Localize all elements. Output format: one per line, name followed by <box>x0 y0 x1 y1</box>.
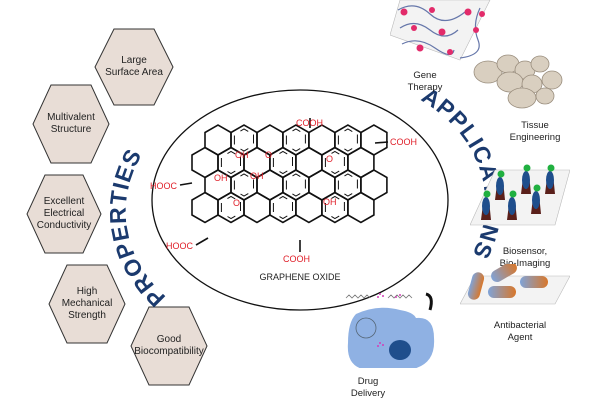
application-drug-delivery: Drug Delivery <box>338 288 458 413</box>
double-bond <box>220 195 241 220</box>
oh-label: OH <box>250 171 264 181</box>
graphene-lattice <box>179 118 389 252</box>
double-bond <box>272 195 293 220</box>
application-gene-therapy: Gene Therapy <box>385 0 495 93</box>
double-bond <box>337 128 358 152</box>
hexagon-shape <box>130 306 208 386</box>
epoxy-label: O <box>265 150 272 160</box>
double-bond <box>324 150 345 175</box>
double-bond <box>285 128 306 152</box>
hexagon-shape <box>32 84 110 164</box>
functional-groups: COOH COOH COOH HOOC HOOC OH OH OH OH O O… <box>150 118 417 264</box>
application-label: Antibacterial Agent <box>493 320 547 343</box>
double-bond <box>233 173 254 197</box>
application-label: Biosensor, Bio-Imaging <box>499 246 551 269</box>
double-bond <box>220 150 241 175</box>
double-bond <box>337 173 358 197</box>
double-bond <box>272 150 293 175</box>
hexagon-shape <box>26 174 102 254</box>
property-hex-large-surface-area: Large Surface Area <box>94 28 174 106</box>
hexagonal-ring <box>360 124 388 156</box>
bacteria-icon <box>460 264 570 305</box>
biosensor-icon <box>470 164 570 226</box>
substituent-bond <box>195 237 209 246</box>
property-hex-electrical-conductivity: Excellent Electrical Conductivity <box>26 174 102 254</box>
hooc-left-lower-label: HOOC <box>166 241 194 251</box>
property-label: Multivalent Structure <box>47 112 95 135</box>
hooc-left-upper-label: HOOC <box>150 181 178 191</box>
cooh-top-label: COOH <box>296 118 323 128</box>
properties-heading: PROPERTIES <box>105 144 170 312</box>
property-label: Large Surface Area <box>105 55 163 78</box>
hexagon-shape <box>94 28 174 106</box>
hexagonal-ring <box>360 169 388 201</box>
oh-label: OH <box>235 150 249 160</box>
double-bond <box>233 128 254 152</box>
property-hex-mechanical-strength: High Mechanical Strength <box>48 264 126 344</box>
hexagon-shape <box>48 264 126 344</box>
cooh-bottom-label: COOH <box>283 254 310 264</box>
graphene-oxide-title: GRAPHENE OXIDE <box>259 272 340 282</box>
property-label: Excellent Electrical Conductivity <box>36 196 92 231</box>
application-biosensor: Biosensor, Bio-Imaging <box>465 150 600 269</box>
property-hex-biocompatibility: Good Biocompatibility <box>130 306 208 386</box>
double-bond <box>324 195 345 220</box>
property-hex-multivalent-structure: Multivalent Structure <box>32 84 110 164</box>
property-label: Good Biocompatibility <box>134 334 204 357</box>
cell-drug-icon <box>345 292 435 368</box>
epoxy-label: O <box>326 154 333 164</box>
oh-label: OH <box>323 197 337 207</box>
double-bond <box>285 173 306 197</box>
substituent-bond <box>179 182 193 186</box>
application-antibacterial: Antibacterial Agent <box>455 262 600 343</box>
application-label: Drug Delivery <box>350 376 386 399</box>
dna-on-graphene-icon <box>390 0 491 61</box>
cells-icon <box>473 54 563 109</box>
property-label: High Mechanical Strength <box>61 286 113 321</box>
application-label: Gene Therapy <box>407 70 443 93</box>
center-ellipse <box>151 89 449 311</box>
application-label: Tissue Engineering <box>509 120 561 143</box>
cooh-right-label: COOH <box>390 137 417 147</box>
oh-label: OH <box>214 173 228 183</box>
epoxy-label: O <box>233 198 240 208</box>
application-tissue-engineering: Tissue Engineering <box>465 48 600 143</box>
substituent-bond <box>374 141 389 144</box>
